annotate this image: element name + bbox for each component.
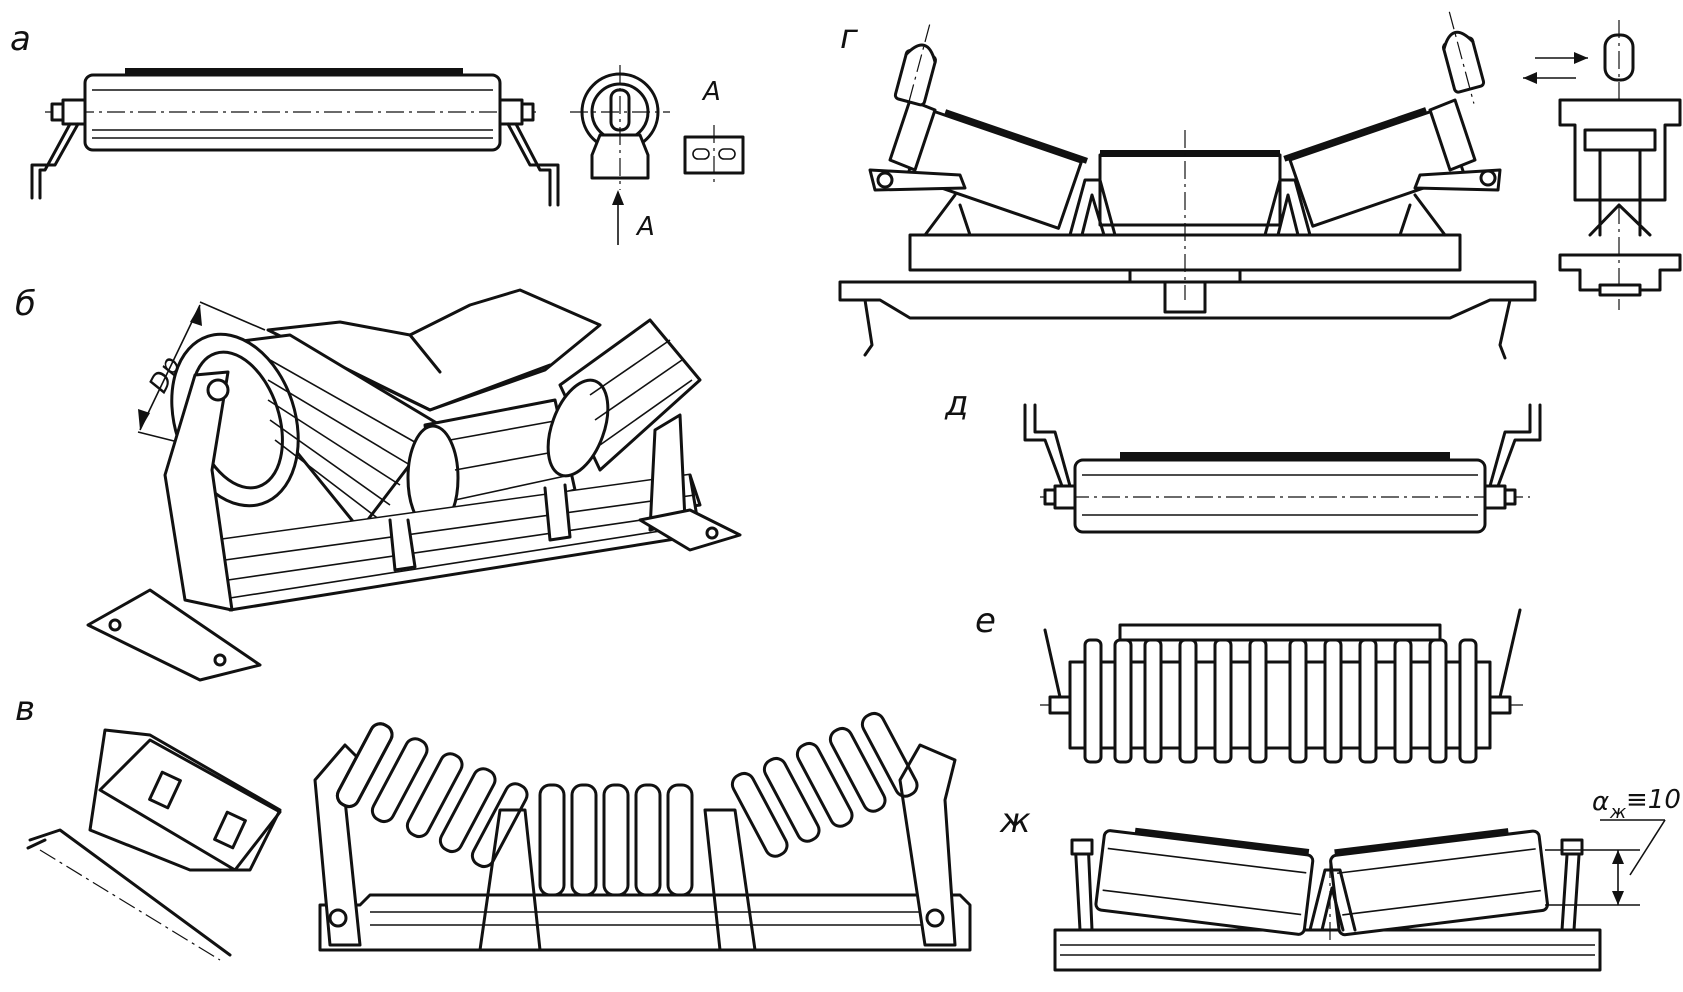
panel-v-label: в — [15, 689, 35, 729]
panel-zh-base — [1053, 928, 1602, 972]
panel-e-label: е — [975, 601, 996, 641]
panel-g-center-roller — [1098, 153, 1282, 227]
panel-d-bracket-left — [1023, 403, 1072, 488]
panel-v-right-disc-group — [730, 711, 919, 858]
panel-zh-label: ж — [999, 801, 1031, 841]
panel-v-left-disc-group — [335, 722, 529, 869]
panel-e-disc-return-idler: е — [975, 601, 1525, 764]
panel-v-section-detail — [26, 728, 282, 961]
panel-b-label: б — [15, 284, 36, 324]
panel-v-rubber-disc-idler: в — [15, 689, 972, 961]
panel-a-section-a-view: А — [683, 77, 745, 185]
panel-a-bracket-right — [506, 122, 560, 207]
panel-d-roller — [1073, 458, 1487, 534]
panel-b-troughed-idler-isometric: б Dр — [15, 284, 742, 682]
panel-d-label: д — [944, 384, 969, 424]
panel-d-bracket-right — [1488, 403, 1542, 488]
panel-e-belt — [1118, 623, 1442, 642]
panel-zh-angle-subscript: ж — [1609, 802, 1627, 823]
panel-v-center-disc-group — [538, 783, 694, 897]
panel-v-frame-base — [318, 893, 972, 952]
panel-g-label: г — [840, 17, 859, 57]
panel-d-return-idler: д — [944, 384, 1542, 534]
panel-zh-angle-alpha: α — [1592, 787, 1609, 817]
panel-a-label: а — [10, 19, 31, 59]
panel-b-left-stand — [163, 370, 234, 612]
panel-g-side-view — [1523, 20, 1682, 310]
panel-a-belt — [125, 68, 463, 76]
panel-a-end-view: А — [570, 65, 670, 245]
panel-a-straight-idler: а А А — [10, 19, 745, 245]
panel-g-self-aligning-troughed-idler: г — [838, 11, 1682, 360]
panel-a-bracket-left — [30, 122, 80, 200]
panel-e-disc-row — [1083, 638, 1478, 764]
panel-a-arrow-label: А — [635, 212, 655, 242]
panel-zh-v-shaped-return-idler: ж α ж — [999, 785, 1683, 972]
panel-zh-angle-value: ≡10° — [1626, 785, 1683, 815]
panel-a-view-label: А — [701, 77, 721, 107]
panel-v-frame-right-end — [898, 743, 957, 947]
